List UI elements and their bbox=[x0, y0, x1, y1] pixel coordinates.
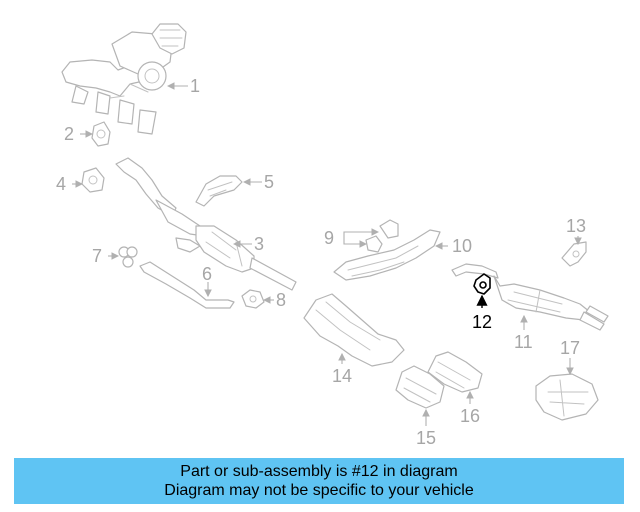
callout-8: 8 bbox=[276, 290, 286, 310]
callout-12: 12 bbox=[472, 312, 492, 332]
heat-shield-bracket-part-5 bbox=[195, 175, 243, 207]
callout-15: 15 bbox=[416, 428, 436, 448]
callout-3: 3 bbox=[254, 234, 264, 254]
callout-6: 6 bbox=[202, 264, 212, 284]
callout-13: 13 bbox=[566, 216, 586, 236]
bracket-part-13 bbox=[561, 241, 587, 267]
callout-2: 2 bbox=[64, 124, 74, 144]
info-banner: Part or sub-assembly is #12 in diagram D… bbox=[14, 458, 624, 504]
heat-shield-part-10 bbox=[333, 229, 441, 281]
clamp-part-7 bbox=[118, 246, 138, 268]
callout-16: 16 bbox=[460, 406, 480, 426]
banner-disclaimer: Diagram may not be specific to your vehi… bbox=[164, 482, 474, 499]
bracket-part-9 bbox=[365, 219, 399, 253]
callout-1: 1 bbox=[190, 76, 200, 96]
heat-shield-part-17 bbox=[535, 373, 599, 421]
heat-shield-part-16 bbox=[427, 351, 483, 393]
heat-shield-part-15 bbox=[395, 365, 445, 409]
pipe-part-6 bbox=[139, 261, 235, 309]
callout-4: 4 bbox=[56, 174, 66, 194]
callout-10: 10 bbox=[452, 236, 472, 256]
callout-11: 11 bbox=[514, 332, 533, 352]
front-pipe-catalytic-converter-part-3 bbox=[115, 157, 297, 291]
turbocharger-manifold-part-1 bbox=[61, 23, 187, 135]
heat-shield-part-14 bbox=[303, 293, 405, 367]
callout-5: 5 bbox=[264, 172, 274, 192]
rear-muffler-part-11 bbox=[451, 263, 609, 331]
gasket-part-2 bbox=[91, 121, 111, 147]
callout-7: 7 bbox=[92, 246, 102, 266]
callout-17: 17 bbox=[560, 338, 580, 358]
callout-9: 9 bbox=[324, 228, 334, 248]
banner-part-reference: Part or sub-assembly is #12 in diagram bbox=[180, 463, 458, 480]
exhaust-hanger-part-12-highlighted bbox=[473, 273, 491, 295]
gasket-part-4 bbox=[81, 167, 105, 193]
callout-14: 14 bbox=[332, 366, 352, 386]
hanger-part-8 bbox=[241, 289, 265, 309]
